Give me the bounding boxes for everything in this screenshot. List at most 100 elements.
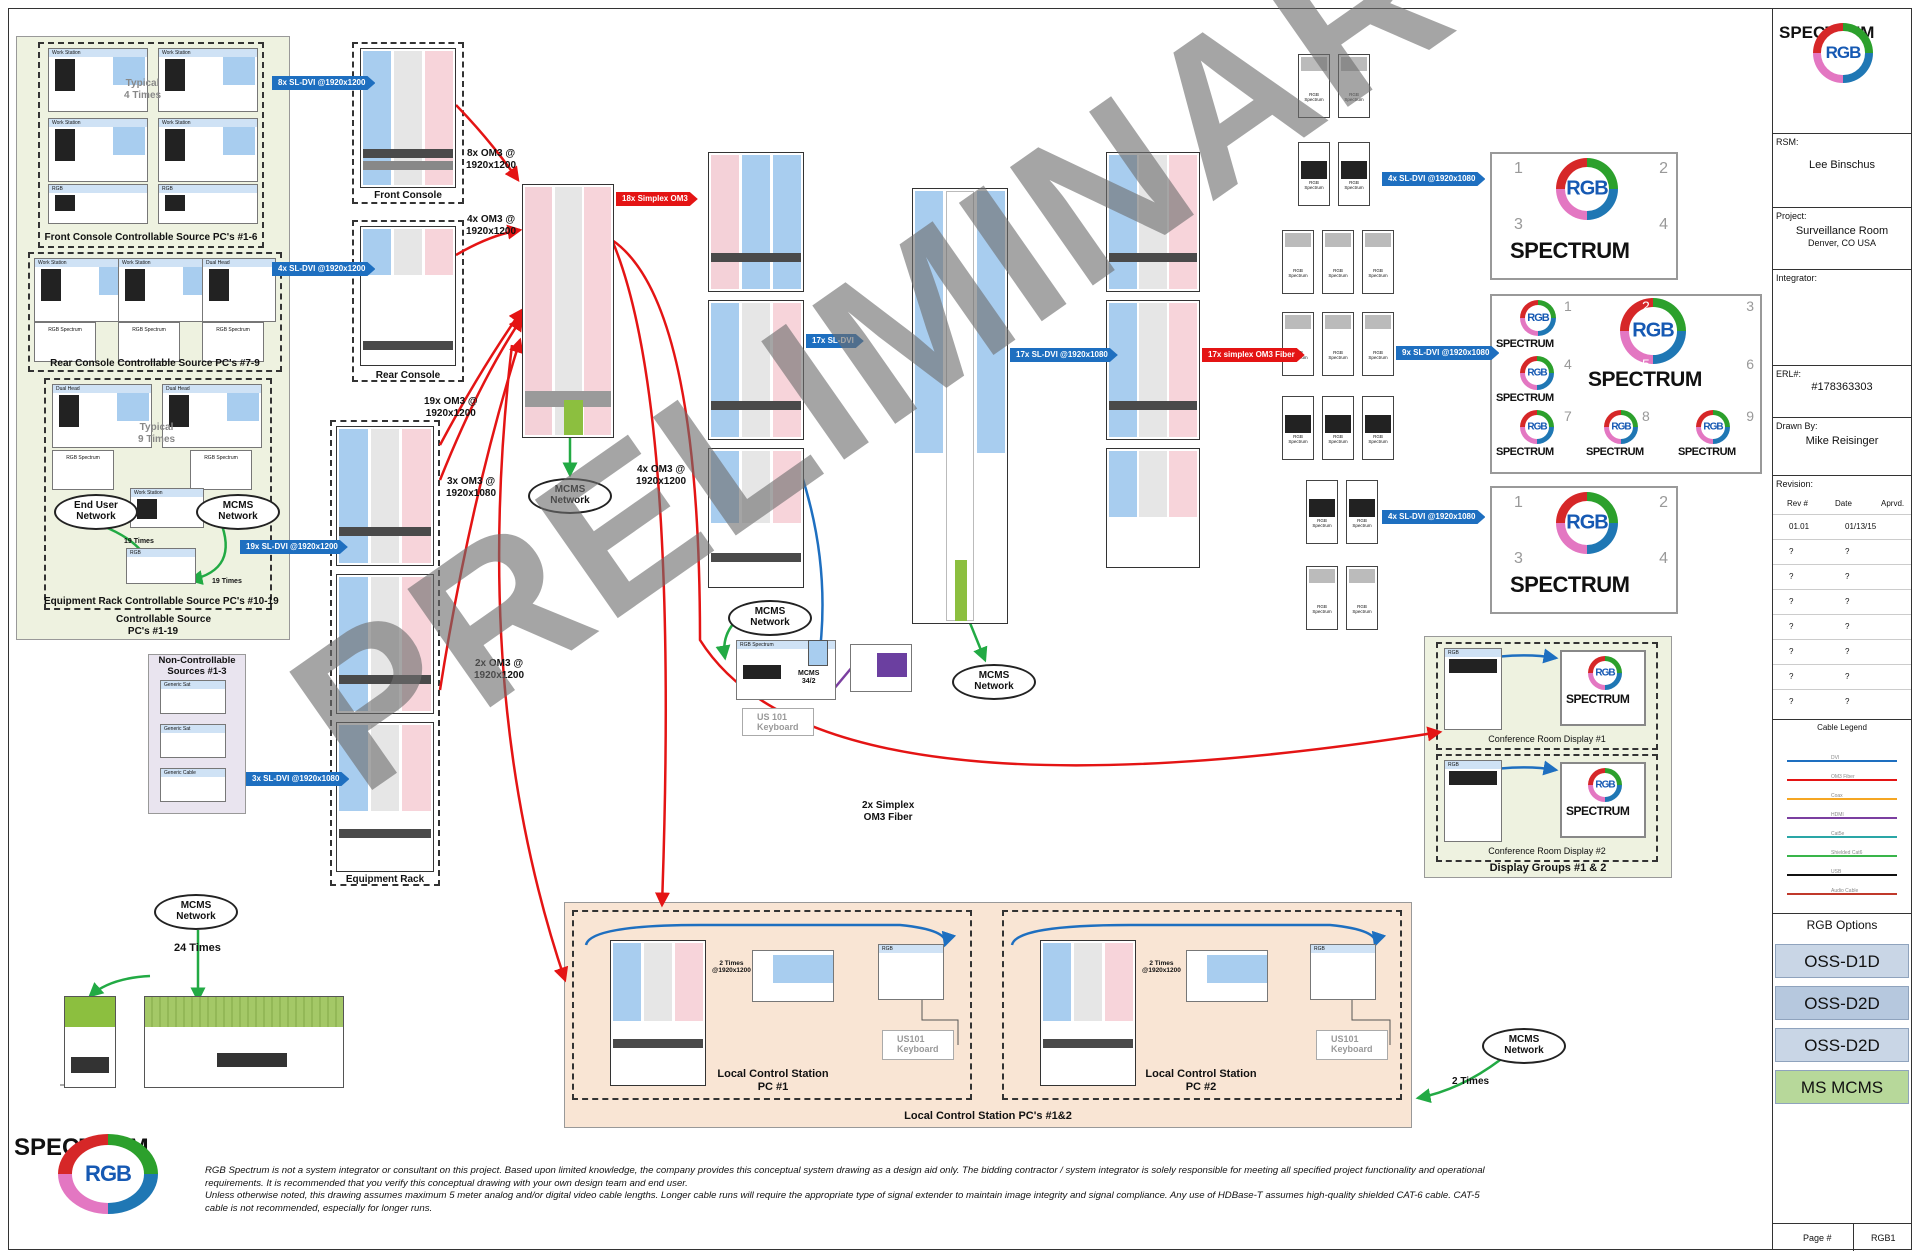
tag-4x-sldvi-1080-b: 4x SL-DVI @1920x1080 (1382, 510, 1485, 524)
wall2-cell1-logo: RGB (1520, 300, 1556, 336)
wall3-num-3: 3 (1514, 550, 1523, 567)
rev-cell: ? (1789, 672, 1794, 681)
rev-cell: ? (1789, 572, 1794, 581)
wall1-num-4: 4 (1659, 216, 1668, 233)
source-pc-6: RGB (158, 184, 258, 224)
rgb-extender-7: RGB Spectrum (34, 322, 96, 362)
legend-label: HDMI (1831, 812, 1844, 818)
legend-label: OM3 Fiber (1831, 774, 1855, 780)
legend-line: HDMI (1787, 812, 1897, 819)
times-24-label: 24 Times (174, 942, 221, 954)
wall2-cell8-logo: RGB (1604, 410, 1638, 444)
wall2-num-8: 8 (1642, 408, 1650, 424)
tag-18x-simplex: 18x Simplex OM3 (616, 192, 698, 206)
times-19-b: 19 Times (212, 578, 242, 585)
tv-tuner-2: Generic Sat (160, 724, 226, 758)
lcs-2-group (1002, 910, 1402, 1100)
wall2-num-3: 3 (1746, 298, 1754, 314)
equipment-rack-sources-group (44, 378, 272, 610)
source-pc-3: Work Station (48, 118, 148, 182)
rev-cell: ? (1789, 622, 1794, 631)
fiber-router-to-lcs1 (497, 344, 569, 983)
mcms-link-cisco (88, 974, 151, 998)
rev-cell: 01/13/15 (1845, 522, 1877, 531)
output-rack-b (1106, 300, 1200, 440)
rev-row: ?? (1773, 614, 1911, 638)
legend-label: DVI (1831, 755, 1840, 761)
rev-cell: ? (1789, 547, 1794, 556)
project-value: Surveillance Room (1795, 225, 1889, 237)
om3-4x-b-label: 4x OM3 @ 1920x1200 (636, 464, 687, 487)
fiber-router-to-lcs1-b (610, 239, 670, 908)
conf2-word: SPECTRUM (1566, 804, 1630, 818)
title-logo: RGB SPECTRUM (1779, 23, 1907, 127)
output-rack-a (1106, 152, 1200, 292)
drawn-by-value: Mike Reisinger (1805, 435, 1879, 447)
rev-row: ?? (1773, 664, 1911, 688)
source-pc-1: Work Station (48, 48, 148, 112)
rev-row: ?? (1773, 589, 1911, 613)
controllable-sources-title: Controllable Source PC's #1-19 (116, 614, 211, 637)
wall2-num-9: 9 (1746, 408, 1754, 424)
tv-tuner-3: Generic Cable (160, 768, 226, 802)
fiber-rack-to-router-2 (438, 315, 524, 481)
two-times-label: 2 Times (1452, 1076, 1490, 1087)
front-console-label: Front Console (374, 190, 442, 201)
mcms-server-unit (144, 996, 344, 1088)
mcms-link-equip-2 (187, 519, 227, 585)
conf-2-display: RGB SPECTRUM (1560, 762, 1646, 838)
conf2-logo: RGB (1588, 768, 1622, 802)
fiber-rear-to-router (455, 224, 523, 257)
cisco-switch (64, 996, 116, 1088)
equip-sources-title: Equipment Rack Controllable Source PC's … (44, 596, 279, 607)
rev-cell: ? (1789, 647, 1794, 656)
lcs-2-monitor (1186, 950, 1268, 1002)
mcms-link-lcs (1415, 1058, 1501, 1104)
option-4: MS MCMS (1775, 1070, 1909, 1104)
wall2-cell7-word: SPECTRUM (1496, 446, 1554, 458)
times-19-a: 19 Times (124, 538, 154, 545)
wall-processor (912, 188, 1008, 624)
wall3-num-2: 2 (1659, 494, 1668, 511)
rsm-row: RSM:Lee Binschus (1773, 133, 1911, 217)
lcs-1-monitor (752, 950, 834, 1002)
front-sources-title: Front Console Controllable Source PC's #… (44, 232, 258, 243)
mcms-server: RGB Spectrum (736, 640, 836, 700)
wall3-spectrum: SPECTRUM (1510, 572, 1630, 597)
conf-1-processor: RGB (1444, 648, 1502, 730)
fiber-router-to-conference (611, 238, 1443, 767)
conf-1-display: RGB SPECTRUM (1560, 650, 1646, 726)
integrator-row: Integrator: (1773, 269, 1911, 359)
option-3: OSS-D2D (1775, 1028, 1909, 1062)
tag-8x-sldvi: 8x SL-DVI @1920x1200 (272, 76, 375, 90)
lcs-2-two-times: 2 Times @1920x1200 (1142, 960, 1181, 975)
rev-cell: ? (1845, 547, 1850, 556)
equipment-rack-label: Equipment Rack (345, 874, 425, 885)
tag-4x-sldvi-1080-a: 4x SL-DVI @1920x1080 (1382, 172, 1485, 186)
source-pc-11: Dual Head (162, 384, 262, 448)
rev-cell: ? (1789, 597, 1794, 606)
project-location: Denver, CO USA (1807, 238, 1877, 248)
wall2-num-6: 6 (1746, 356, 1754, 372)
simplex-2x-label: 2x Simplex OM3 Fiber (862, 800, 915, 823)
front-console-sources-group (38, 42, 264, 248)
conf-2-label: Conference Room Display #2 (1488, 846, 1606, 856)
rev-cell: ? (1789, 697, 1794, 706)
rev-cell: ? (1845, 697, 1850, 706)
source-pc-12: Work Station (130, 488, 204, 528)
erl-row: ERL#:#178363303 (1773, 365, 1911, 417)
legend-label: Audio Cable (1831, 888, 1859, 894)
lcs-1-two-times: 2 Times @1920x1200 (712, 960, 751, 975)
video-wall-3: 1 2 3 4 RGB SPECTRUM (1490, 486, 1678, 614)
tv-tuner-1: Generic Sat (160, 680, 226, 714)
noncontrollable-title: Non-Controllable Sources #1-3 (158, 655, 236, 677)
